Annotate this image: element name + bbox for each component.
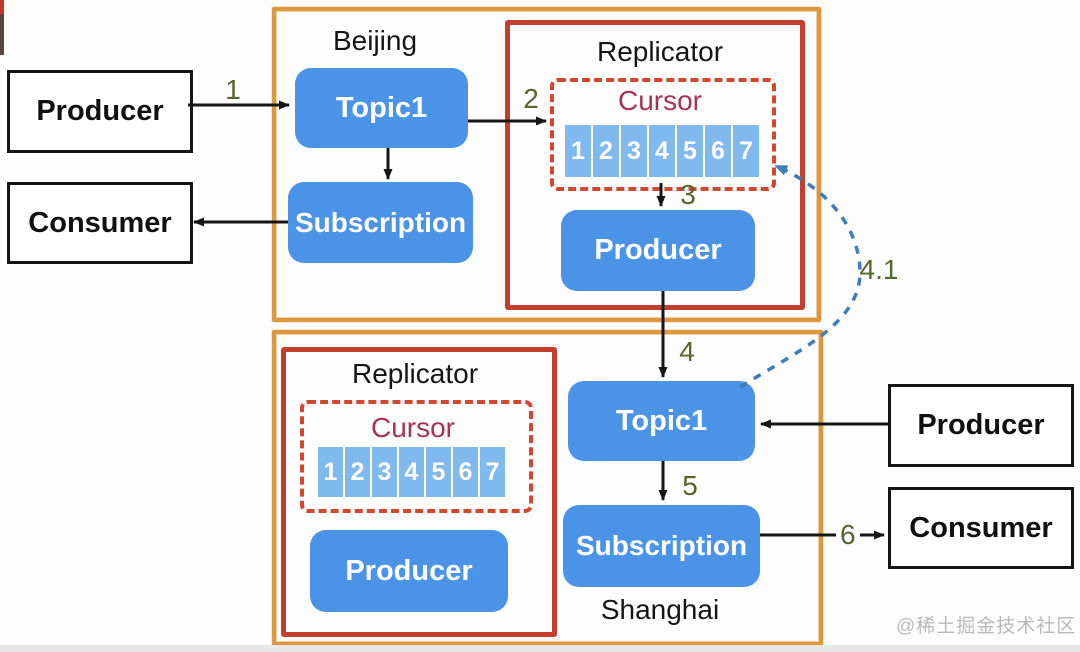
node-consumer-right: Consumer bbox=[888, 487, 1074, 569]
node-producer-left: Producer bbox=[7, 70, 193, 153]
beijing-region-title: Beijing bbox=[332, 25, 418, 56]
step-label-3: 3 bbox=[680, 179, 696, 210]
node-consumer-right-label: Consumer bbox=[909, 511, 1053, 544]
node-topic1-shanghai-label: Topic1 bbox=[615, 404, 708, 437]
node-consumer-left-label: Consumer bbox=[28, 206, 172, 239]
shanghai-replicator-title: Replicator bbox=[351, 358, 479, 389]
bottom-strip bbox=[0, 645, 1080, 652]
node-producer-shanghai-replicator: Producer bbox=[310, 530, 508, 612]
step-label-5: 5 bbox=[682, 470, 698, 501]
beijing-cursor-cells: 1 2 3 4 5 6 7 bbox=[565, 125, 759, 177]
node-consumer-left: Consumer bbox=[7, 182, 193, 264]
cursor-cell: 5 bbox=[426, 447, 451, 497]
node-topic1-beijing: Topic1 bbox=[295, 68, 468, 148]
node-topic1-shanghai: Topic1 bbox=[568, 381, 755, 461]
node-subscription-shanghai-label: Subscription bbox=[575, 530, 748, 561]
beijing-cursor-title: Cursor bbox=[617, 85, 702, 116]
shanghai-cursor-box bbox=[300, 400, 533, 513]
cursor-cell: 7 bbox=[733, 125, 759, 177]
shanghai-region bbox=[272, 330, 823, 646]
shanghai-cursor-title: Cursor bbox=[370, 412, 455, 443]
cursor-cell: 7 bbox=[480, 447, 505, 497]
cursor-cell: 3 bbox=[372, 447, 397, 497]
beijing-replicator-title: Replicator bbox=[596, 36, 724, 67]
step-label-6: 6 bbox=[836, 521, 860, 549]
cursor-cell: 2 bbox=[345, 447, 370, 497]
node-subscription-beijing-label: Subscription bbox=[294, 206, 467, 238]
node-producer-shanghai-replicator-label: Producer bbox=[345, 554, 473, 587]
shanghai-cursor-cells: 1 2 3 4 5 6 7 bbox=[318, 447, 505, 497]
node-subscription-shanghai: Subscription bbox=[563, 505, 760, 587]
cursor-cell: 4 bbox=[399, 447, 424, 497]
shanghai-region-title: Shanghai bbox=[600, 594, 720, 625]
watermark: @稀土掘金技术社区 bbox=[896, 616, 1077, 637]
cursor-cell: 4 bbox=[649, 125, 675, 177]
cursor-cell: 1 bbox=[565, 125, 591, 177]
left-edge-artifact bbox=[0, 0, 4, 55]
cursor-cell: 1 bbox=[318, 447, 343, 497]
cursor-cell: 3 bbox=[621, 125, 647, 177]
cursor-cell: 6 bbox=[705, 125, 731, 177]
cursor-cell: 5 bbox=[677, 125, 703, 177]
step-label-2: 2 bbox=[523, 83, 539, 114]
step-label-4: 4 bbox=[679, 336, 695, 367]
cursor-cell: 2 bbox=[593, 125, 619, 177]
beijing-cursor-box bbox=[550, 78, 776, 191]
shanghai-replicator-box bbox=[281, 347, 557, 637]
node-producer-right-label: Producer bbox=[917, 409, 1045, 441]
node-producer-beijing-replicator: Producer bbox=[561, 210, 755, 291]
node-producer-beijing-replicator-label: Producer bbox=[594, 234, 722, 266]
node-subscription-beijing: Subscription bbox=[288, 182, 473, 263]
node-producer-left-label: Producer bbox=[36, 95, 164, 127]
node-producer-right: Producer bbox=[888, 384, 1074, 467]
node-topic1-beijing-label: Topic1 bbox=[335, 91, 428, 124]
cursor-cell: 6 bbox=[453, 447, 478, 497]
step-label-1: 1 bbox=[225, 74, 241, 105]
step-label-4-1: 4.1 bbox=[859, 254, 899, 285]
